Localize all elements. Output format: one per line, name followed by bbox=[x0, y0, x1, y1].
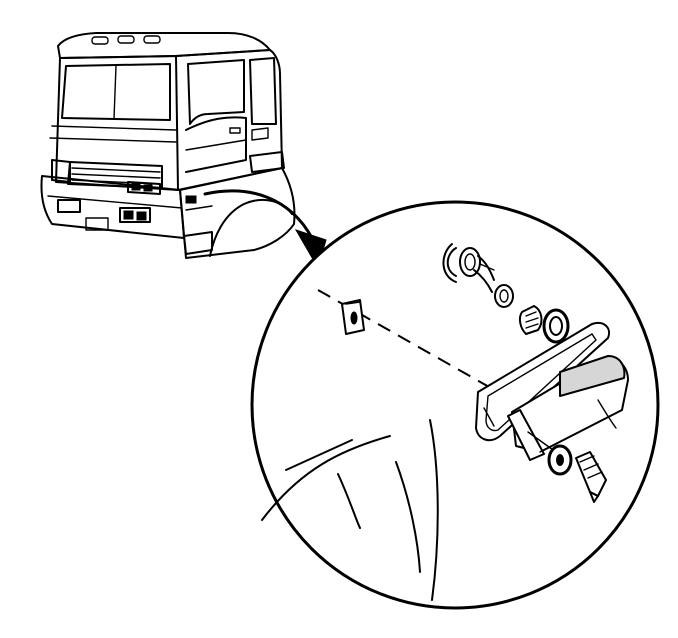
front-panel-line bbox=[51, 125, 177, 131]
door-character-line bbox=[185, 116, 247, 173]
fender-step bbox=[183, 231, 213, 255]
roof-marker-lamp bbox=[91, 36, 109, 45]
fog-lamp-detail bbox=[123, 210, 134, 220]
wheel-arch bbox=[209, 198, 293, 257]
headlamp-right bbox=[127, 181, 161, 195]
door-trim bbox=[185, 139, 247, 151]
door-window bbox=[187, 59, 245, 125]
cab-roof bbox=[57, 32, 271, 59]
cab-step bbox=[249, 151, 285, 173]
front-panel-line bbox=[49, 137, 177, 143]
washer bbox=[547, 444, 573, 476]
headlamp-detail bbox=[131, 183, 141, 191]
lamp-lens-shade bbox=[559, 355, 626, 397]
bumper-line bbox=[47, 195, 183, 209]
fog-lamp-left bbox=[57, 199, 81, 213]
quarter-window bbox=[249, 57, 277, 125]
license-plate bbox=[85, 217, 109, 231]
detail-circle bbox=[250, 200, 660, 610]
lamp-lens-front bbox=[507, 409, 545, 461]
bulb bbox=[518, 305, 543, 335]
door-handle bbox=[229, 127, 241, 134]
callout-arrow-shaft bbox=[203, 189, 314, 240]
screw-guide-line bbox=[527, 431, 557, 453]
side-emblem bbox=[251, 127, 269, 141]
fender-line bbox=[185, 205, 213, 211]
truck-cab bbox=[40, 32, 296, 259]
front-fender bbox=[179, 167, 296, 259]
windshield-divider bbox=[113, 65, 117, 120]
fog-lamp-right bbox=[119, 207, 151, 223]
lamp-lens bbox=[507, 355, 629, 461]
roof-marker-lamp bbox=[143, 35, 161, 44]
headlamp-left bbox=[51, 159, 71, 183]
callout-arrow bbox=[203, 189, 327, 270]
fog-lamp-detail bbox=[136, 211, 147, 221]
front-bumper bbox=[40, 175, 185, 239]
grommet bbox=[341, 299, 365, 335]
roof-marker-lamp bbox=[117, 35, 135, 44]
seal-ring bbox=[542, 308, 570, 344]
side-marker-lamp-location bbox=[185, 195, 197, 204]
body-panel-curves bbox=[261, 419, 439, 601]
bulb-socket bbox=[442, 243, 514, 308]
windshield bbox=[61, 63, 171, 121]
screw bbox=[575, 451, 607, 503]
cab-side bbox=[175, 49, 283, 191]
